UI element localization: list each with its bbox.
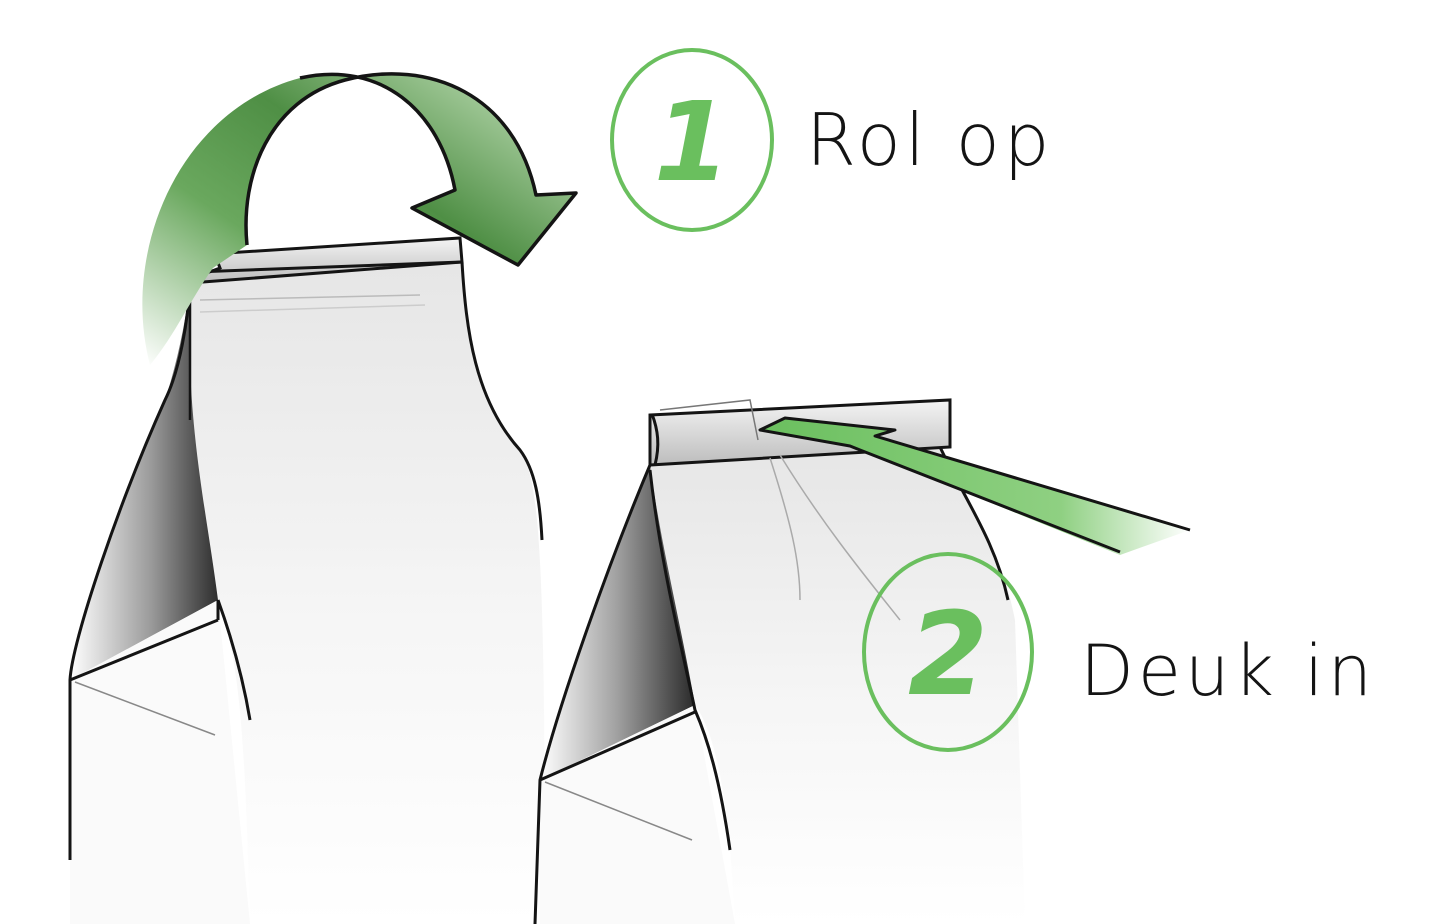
step-2-number: 2 bbox=[908, 588, 988, 722]
step-1-label: Rol op bbox=[806, 98, 1054, 182]
push-in-arrow-icon bbox=[758, 416, 1191, 555]
step-2-label: Deuk in bbox=[1080, 630, 1376, 712]
step-1-badge: 1 bbox=[610, 48, 774, 232]
curved-roll-arrow-icon bbox=[142, 72, 578, 365]
bag-left bbox=[68, 236, 545, 924]
step-1-number: 1 bbox=[654, 78, 731, 206]
step-2-badge: 2 bbox=[862, 552, 1034, 752]
